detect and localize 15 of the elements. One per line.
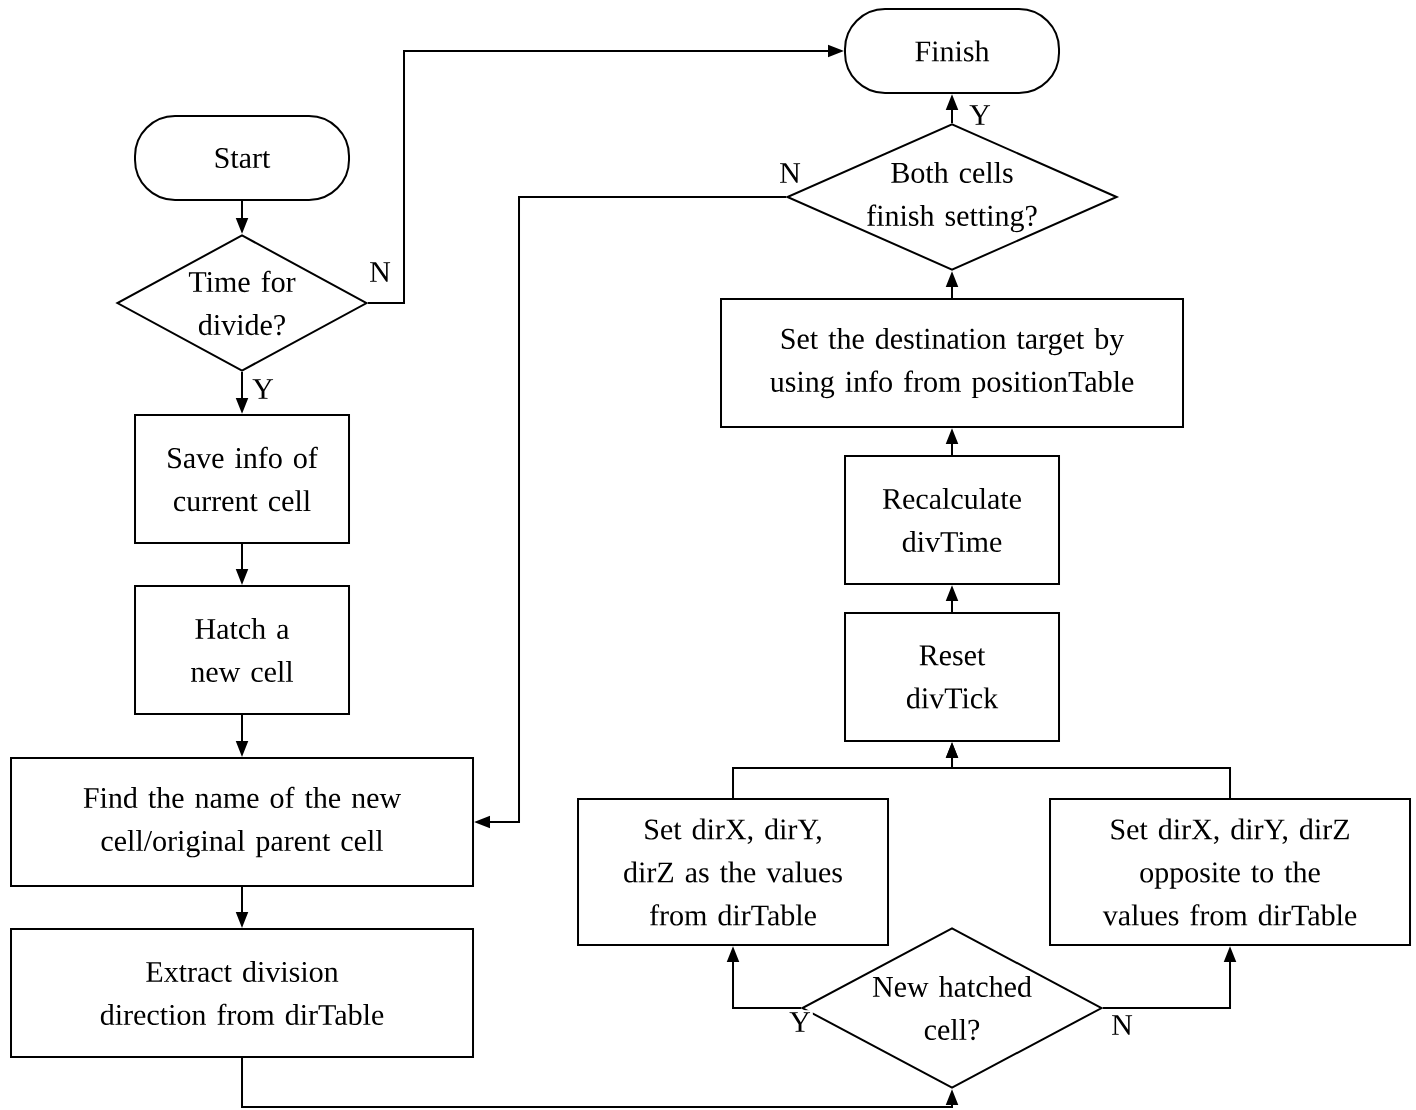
process-box: Extract division direction from dirTable xyxy=(10,928,474,1058)
process-box: Reset divTick xyxy=(844,612,1060,742)
terminal-box: Start xyxy=(134,115,350,201)
terminal-box: Finish xyxy=(844,8,1060,94)
edge-label: N xyxy=(367,260,393,284)
process-box: Set the destination target by using info from positionTable xyxy=(720,298,1184,428)
process-box: Set dirX, dirY, dirZ as the values from dirTable xyxy=(577,798,889,946)
edge-label: N xyxy=(1109,1013,1135,1037)
process-box: Find the name of the new cell/original parent cell xyxy=(10,757,474,887)
process-box: Hatch a new cell xyxy=(134,585,350,715)
process-box: Recalculate divTime xyxy=(844,455,1060,585)
edge-label: Y xyxy=(250,377,276,401)
edge-label: Y xyxy=(787,1010,813,1034)
process-box: Set dirX, dirY, dirZ opposite to the values from dirTable xyxy=(1049,798,1411,946)
process-box: Save info of current cell xyxy=(134,414,350,544)
